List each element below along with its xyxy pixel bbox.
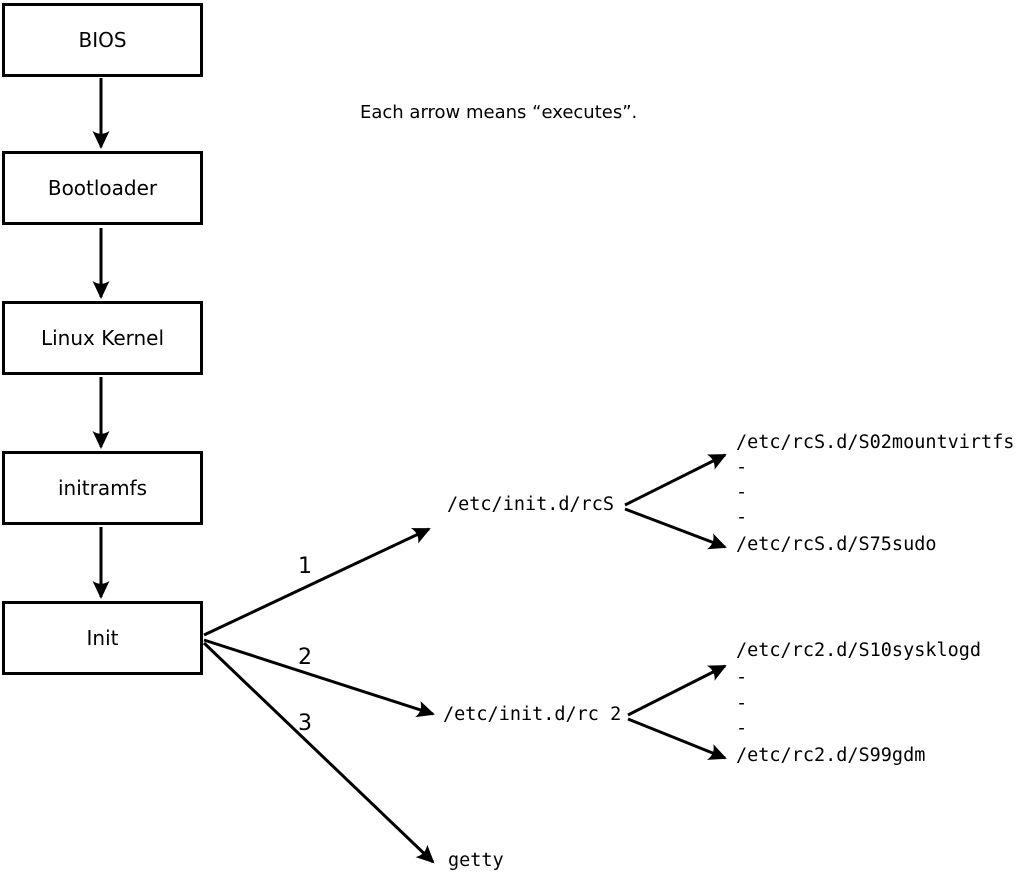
ellipsis-dash: - xyxy=(736,693,748,714)
script-s75sudo: /etc/rcS.d/S75sudo xyxy=(736,534,937,555)
target-getty: getty xyxy=(448,850,504,871)
ellipsis-dash: - xyxy=(736,482,748,503)
box-linux-kernel: Linux Kernel xyxy=(2,301,203,375)
ellipsis-dash: - xyxy=(736,507,748,528)
box-bootloader: Bootloader xyxy=(2,151,203,225)
branch-number-2: 2 xyxy=(298,645,312,670)
box-init: Init xyxy=(2,601,203,675)
box-initramfs: initramfs xyxy=(2,451,203,525)
arrow-rc2-to-s10sysklogd xyxy=(627,664,727,717)
arrow-rcs-to-s75sudo xyxy=(624,507,727,550)
box-linux-kernel-label: Linux Kernel xyxy=(40,326,165,350)
target-etc-init-d-rc2: /etc/init.d/rc 2 xyxy=(443,704,622,725)
ellipsis-dash: - xyxy=(736,718,748,739)
box-bios: BIOS xyxy=(2,3,203,77)
branch-number-3: 3 xyxy=(298,711,312,736)
box-init-label: Init xyxy=(86,626,119,650)
arrow-rc2-to-s99gdm xyxy=(627,717,727,760)
branch-number-1: 1 xyxy=(298,554,312,579)
script-s99gdm: /etc/rc2.d/S99gdm xyxy=(736,745,926,766)
legend-note: Each arrow means “executes”. xyxy=(360,102,638,123)
target-etc-init-d-rcs: /etc/init.d/rcS xyxy=(447,494,615,515)
script-s10sysklogd: /etc/rc2.d/S10sysklogd xyxy=(736,640,982,661)
ellipsis-dash: - xyxy=(736,667,748,688)
arrow-init-to-rcs xyxy=(203,527,431,637)
arrow-init-to-getty xyxy=(202,641,435,864)
arrow-init-to-rc2 xyxy=(203,638,435,718)
script-s02mountvirtfs: /etc/rcS.d/S02mountvirtfs xyxy=(736,432,1015,453)
ellipsis-dash: - xyxy=(736,457,748,478)
arrow-rcs-to-s02mountvirtfs xyxy=(624,453,727,507)
box-bios-label: BIOS xyxy=(78,28,127,52)
box-initramfs-label: initramfs xyxy=(57,476,148,500)
box-bootloader-label: Bootloader xyxy=(47,176,158,200)
